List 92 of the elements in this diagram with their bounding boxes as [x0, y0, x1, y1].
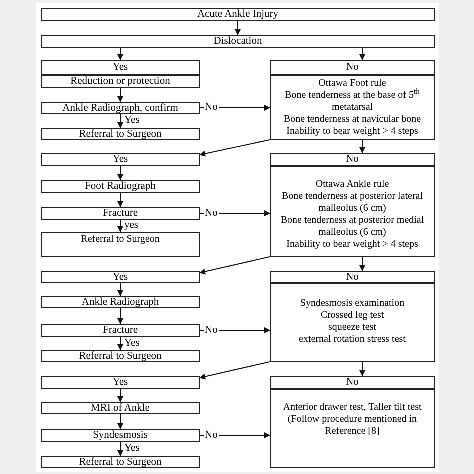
flow-box [41, 324, 200, 337]
arrow [118, 220, 124, 232]
flow-box [41, 60, 200, 75]
box-text: Yes [112, 377, 128, 388]
flow-box [41, 232, 200, 257]
flow-box [270, 271, 435, 283]
box-text: Acute Ankle Injury [197, 9, 279, 20]
edge-label: No [204, 208, 219, 218]
box-text: Ottawa Foot rule [318, 78, 388, 90]
edge-label: Yes [124, 115, 141, 126]
box-text: squeeze test [327, 322, 378, 334]
arrow [118, 336, 124, 350]
edge-label: Yes [124, 443, 141, 454]
arrow [360, 48, 366, 60]
arrow [200, 256, 270, 275]
flow-box [270, 283, 435, 362]
flow-box [41, 402, 200, 414]
box-text: Inability to bear weight > 4 steps [286, 239, 420, 251]
box-text: MRI of Ankle [91, 402, 150, 414]
arrow [200, 105, 270, 111]
flow-box [270, 389, 435, 468]
box-text: Referral to Surgeon [79, 350, 162, 362]
box-text: external rotation stress test [298, 334, 407, 346]
arrow [200, 362, 270, 380]
flow-box [41, 35, 435, 48]
flow-box [270, 60, 435, 75]
flow-box [270, 166, 435, 257]
flow-box [41, 456, 200, 468]
box-text: Crossed leg test [320, 310, 386, 322]
arrow [118, 88, 124, 102]
edge-label: yes [124, 220, 140, 231]
edge-label: No [204, 324, 219, 336]
arrow [118, 48, 124, 60]
box-text: Syndesmosis [93, 430, 148, 441]
flow-box [41, 153, 200, 166]
arrow [118, 192, 124, 208]
flow-box [41, 75, 200, 88]
flow-box [41, 296, 200, 308]
box-text: Yes [112, 62, 128, 73]
box-text: Syndesmosis examination [299, 298, 406, 310]
box-text: Dislocation [214, 36, 262, 47]
arrow [235, 20, 241, 36]
arrow [118, 308, 124, 324]
box-text: Fracture [103, 208, 138, 219]
box-text: Bone tenderness at the base of 5$^{th}$ metatarsal [284, 90, 421, 114]
box-text: Fracture [103, 325, 138, 336]
flow-box [41, 102, 200, 114]
box-text: No [346, 62, 359, 73]
box-text: Reduction or protection [70, 76, 170, 87]
flow-box [270, 376, 435, 389]
box-text: Yes [112, 272, 128, 282]
flow-box [41, 350, 200, 362]
box-text: Ankle Radiograph, confirm [62, 102, 178, 114]
flow-box [41, 128, 200, 140]
arrow [360, 256, 366, 272]
box-text: Ottawa Ankle rule [314, 179, 390, 191]
box-text: Referral to Surgeon [79, 456, 162, 468]
box-text: Foot Radiograph [85, 181, 156, 192]
arrow [118, 114, 124, 128]
box-text: Referral to Surgeon [79, 128, 162, 140]
arrow [200, 210, 270, 216]
arrow [360, 140, 366, 154]
box-text: No [346, 154, 359, 165]
arrow [118, 166, 124, 180]
box-text: Referral to Surgeon [80, 234, 161, 246]
arrow [360, 362, 366, 376]
flow-box [270, 153, 435, 166]
flow-box [41, 376, 200, 389]
flow-box [41, 180, 200, 193]
box-text: Anterior drawer test, Taller tilt test (Follow procedure mentioned in Reference [8] [282, 402, 423, 438]
arrow [200, 140, 270, 157]
edge-label: No [204, 430, 219, 440]
flow-box [41, 429, 200, 442]
arrow [200, 328, 270, 334]
arrow [118, 414, 124, 430]
flow-box [41, 271, 200, 283]
arrow [118, 442, 124, 456]
box-text: Inability to bear weight > 4 steps [286, 126, 420, 138]
arrow [118, 282, 124, 296]
box-text: Ankle Radiograph [82, 296, 160, 308]
box-text: No [346, 377, 359, 388]
arrow [118, 388, 124, 402]
arrow [200, 432, 270, 438]
flow-box [270, 75, 435, 140]
box-text: No [346, 272, 359, 282]
box-text: Bone tenderness at posterior lateral malleolus (6 cm) [280, 191, 424, 215]
flow-box [41, 207, 200, 220]
edge-label: No [204, 102, 219, 113]
box-text: Bone tenderness at posterior medial malleolus (6 cm) [280, 215, 426, 239]
box-text: Bone tenderness at navicular bone [282, 114, 422, 126]
box-text: Yes [112, 154, 128, 165]
flow-box [41, 8, 435, 21]
